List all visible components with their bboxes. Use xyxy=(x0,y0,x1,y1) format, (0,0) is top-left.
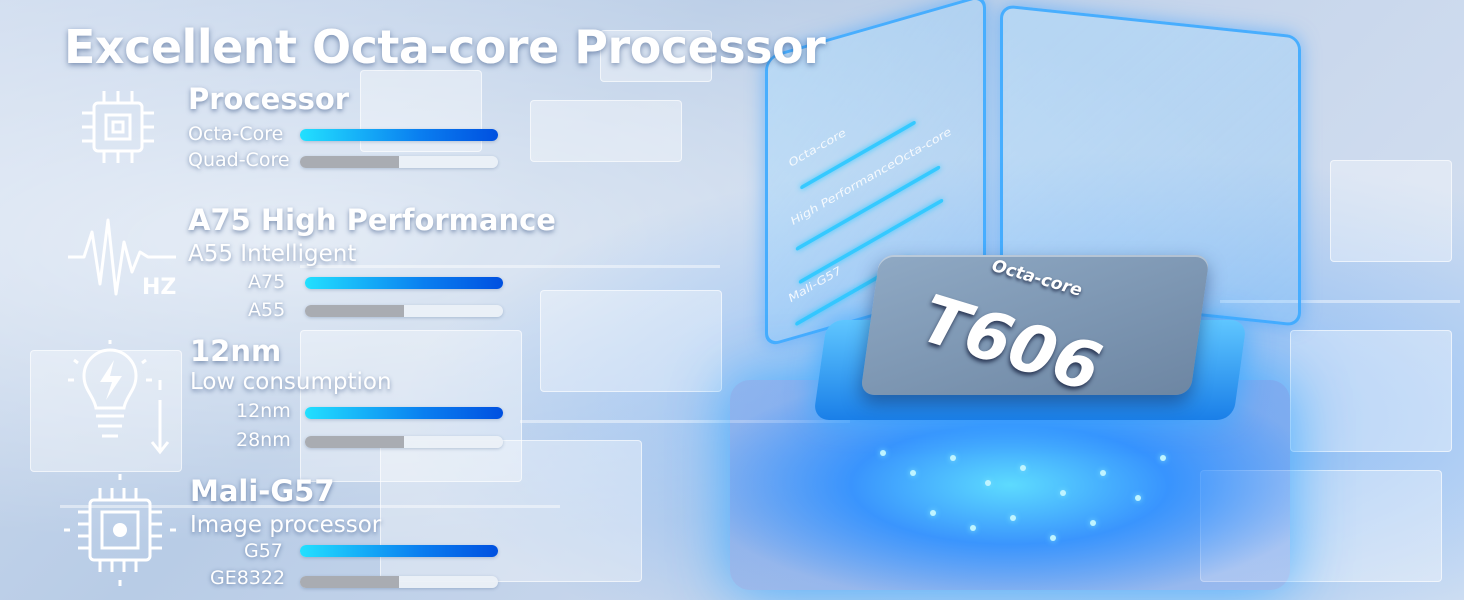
bar-label: G57 xyxy=(244,540,283,562)
feature-subtitle: Image processor xyxy=(190,512,382,538)
bar-label: 28nm xyxy=(236,429,291,451)
bar-label: 12nm xyxy=(236,400,291,422)
feature-title: A75 High Performance xyxy=(188,203,556,237)
bar-label: A55 xyxy=(248,299,286,321)
bar-fill xyxy=(305,305,404,317)
bar-track xyxy=(300,129,498,141)
feature-title: Processor xyxy=(188,82,350,116)
bar-track xyxy=(305,407,503,419)
panel-text-2: High PerformanceOcta-core xyxy=(789,124,953,229)
feature-subtitle: Low consumption xyxy=(190,369,392,395)
bar-label: GE8322 xyxy=(210,567,286,589)
bar-track xyxy=(300,545,498,557)
hz-icon-text: HZ xyxy=(142,275,176,300)
bar-fill xyxy=(305,436,404,448)
heartbeat-hz-icon: HZ xyxy=(68,218,176,300)
gpu-chip-icon xyxy=(64,474,176,586)
feature-title: Mali-G57 xyxy=(190,474,335,508)
feature-title: 12nm xyxy=(190,334,282,368)
bar-label: Quad-Core xyxy=(188,149,290,171)
bar-label: A75 xyxy=(248,271,286,293)
bar-track xyxy=(305,277,503,289)
bar-fill xyxy=(300,156,399,168)
bar-track xyxy=(305,436,503,448)
bar-track xyxy=(305,305,503,317)
bar-fill xyxy=(300,576,399,588)
bar-track xyxy=(300,156,498,168)
cpu-chip-icon xyxy=(82,91,154,163)
bar-fill xyxy=(305,277,503,289)
bar-track xyxy=(300,576,498,588)
feature-subtitle: A55 Intelligent xyxy=(188,241,357,267)
bar-fill xyxy=(305,407,503,419)
bar-label: Octa-Core xyxy=(188,123,284,145)
lightbulb-bolt-icon xyxy=(68,340,170,455)
bar-fill xyxy=(300,129,498,141)
page-title: Excellent Octa-core Processor xyxy=(64,20,826,74)
bar-fill xyxy=(300,545,498,557)
